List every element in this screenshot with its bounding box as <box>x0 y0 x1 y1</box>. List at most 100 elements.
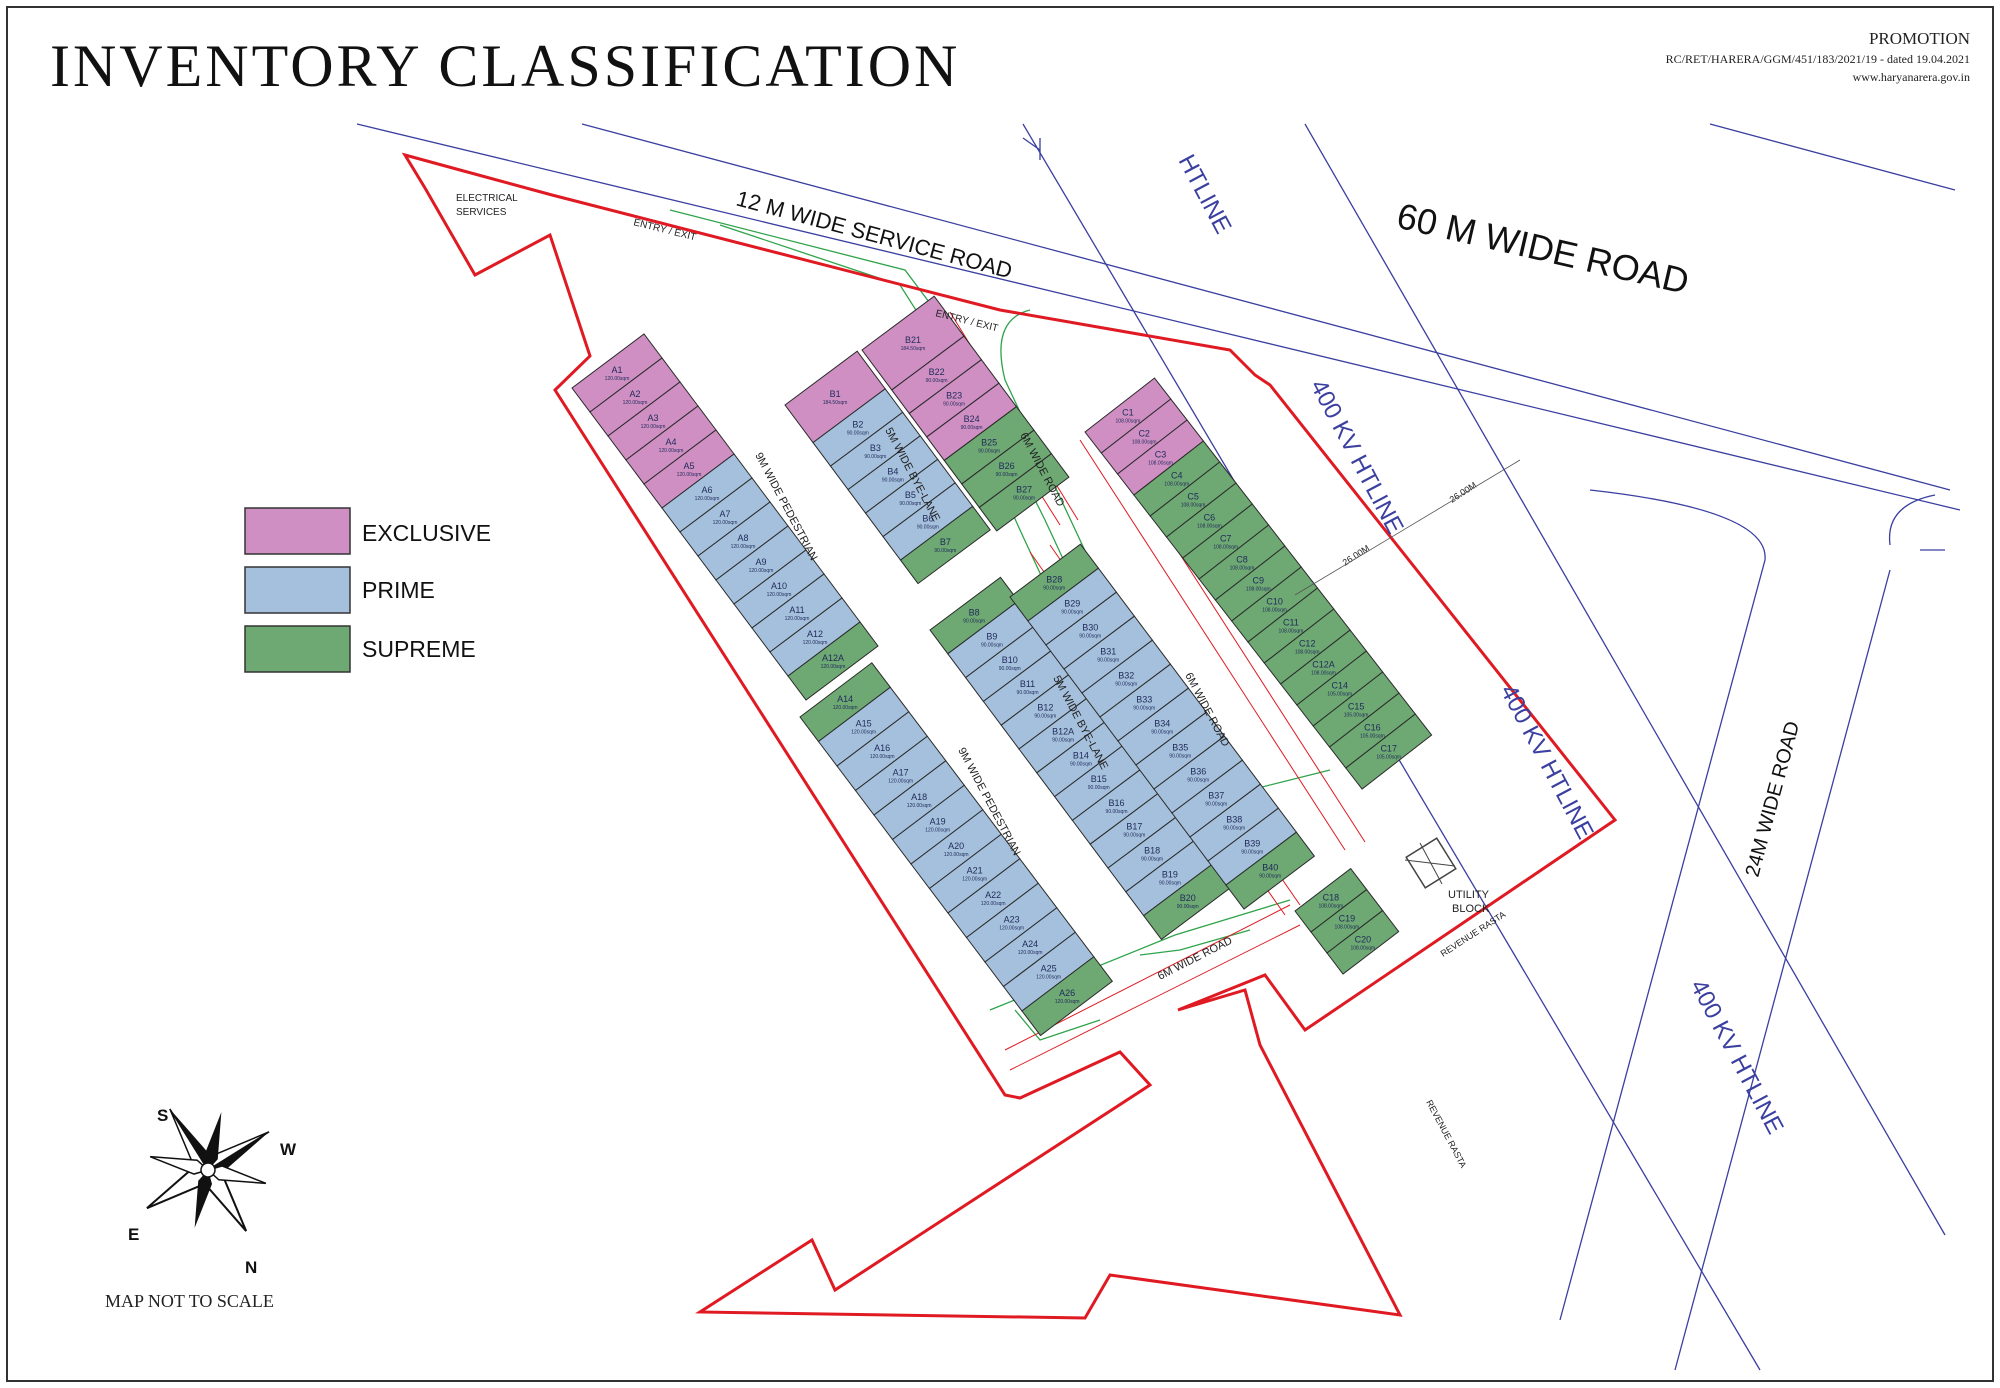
plot-area: 90.00sqm <box>1187 778 1209 784</box>
plot-area: 108.00sqm <box>1279 629 1304 635</box>
plot-area: 120.00sqm <box>1036 975 1061 981</box>
road-6m-label-3: 6M WIDE ROAD <box>1156 935 1234 983</box>
plots: A1120.00sqmA2120.00sqmA3120.00sqmA4120.0… <box>571 295 1433 1037</box>
plot-area: 90.00sqm <box>926 378 948 384</box>
map-frame <box>6 6 1994 1382</box>
plot-area: 90.00sqm <box>1123 833 1145 839</box>
plot-area: 90.00sqm <box>943 401 965 407</box>
plot-label: B35 <box>1172 743 1188 753</box>
plot-label: B27 <box>1016 484 1032 494</box>
compass-west: W <box>280 1140 297 1159</box>
plot-c20[interactable] <box>1326 909 1400 975</box>
plot-label: B34 <box>1154 719 1170 729</box>
plot-area: 90.00sqm <box>1043 586 1065 592</box>
plot-label: B5 <box>905 490 916 500</box>
plot-area: 120.00sqm <box>870 754 895 760</box>
legend-label-prime: PRIME <box>362 577 435 603</box>
plot-b40[interactable] <box>1225 831 1316 910</box>
plot-label: A1 <box>611 365 622 375</box>
plot-label: B40 <box>1262 863 1278 873</box>
road-24m-label: 24M WIDE ROAD <box>1742 719 1805 879</box>
plot-label: B39 <box>1244 839 1260 849</box>
plot-area: 108.00sqm <box>1318 903 1343 909</box>
plot-label: A7 <box>719 509 730 519</box>
plot-label: A14 <box>837 694 853 704</box>
registration-number: RC/RET/HARERA/GGM/451/183/2021/19 - date… <box>1666 52 1970 66</box>
plot-area: 120.00sqm <box>713 520 738 526</box>
plot-area: 90.00sqm <box>1259 874 1281 880</box>
page-title: INVENTORY CLASSIFICATION <box>50 33 960 99</box>
plot-label: B24 <box>964 414 980 424</box>
plot-area: 90.00sqm <box>1088 785 1110 791</box>
plot-a26[interactable] <box>1021 956 1114 1037</box>
plot-area: 120.00sqm <box>641 424 666 430</box>
plot-label: C12 <box>1299 639 1316 649</box>
plot-area: 120.00sqm <box>605 376 630 382</box>
plot-label: A16 <box>874 743 890 753</box>
plot-label: C14 <box>1332 681 1349 691</box>
plot-area: 90.00sqm <box>1070 761 1092 767</box>
road-lines <box>356 123 1961 1371</box>
plot-label: B17 <box>1126 822 1142 832</box>
plot-area: 108.00sqm <box>1262 608 1287 614</box>
service-road-label: 12 M WIDE SERVICE ROAD <box>734 186 1015 284</box>
promotion-label: PROMOTION <box>1869 29 1970 48</box>
plot-area: 120.00sqm <box>785 616 810 622</box>
map-scale-note: MAP NOT TO SCALE <box>105 1291 274 1311</box>
plot-area: 90.00sqm <box>963 619 985 625</box>
plot-area: 108.00sqm <box>1295 650 1320 656</box>
plot-label: C7 <box>1220 534 1232 544</box>
plot-area: 120.00sqm <box>888 779 913 785</box>
plot-label: A23 <box>1004 915 1020 925</box>
plot-b27[interactable] <box>978 452 1070 532</box>
plot-label: B25 <box>981 437 997 447</box>
plot-label: B29 <box>1064 599 1080 609</box>
compass-north: N <box>245 1258 257 1277</box>
legend-label-exclusive: EXCLUSIVE <box>362 520 491 546</box>
plot-label: A12 <box>807 629 823 639</box>
plot-label: A18 <box>911 792 927 802</box>
plot-label: B31 <box>1100 647 1116 657</box>
legend-label-supreme: SUPREME <box>362 636 476 662</box>
plot-area: 108.00sqm <box>1213 545 1238 551</box>
plot-area: 108.00sqm <box>1181 503 1206 509</box>
plot-area: 90.00sqm <box>1079 634 1101 640</box>
compass-rose <box>146 1108 270 1232</box>
plot-area: 90.00sqm <box>1151 730 1173 736</box>
plot-area: 120.00sqm <box>851 730 876 736</box>
plot-a12a[interactable] <box>787 621 879 701</box>
plot-label: B9 <box>986 631 997 641</box>
plot-area: 108.00sqm <box>1197 524 1222 530</box>
htline-top-label: HTLINE <box>1173 150 1237 238</box>
plot-area: 90.00sqm <box>1133 706 1155 712</box>
plot-b7[interactable] <box>899 505 991 585</box>
plot-area: 90.00sqm <box>1052 738 1074 744</box>
plot-area: 108.00sqm <box>1311 671 1336 677</box>
plot-label: B15 <box>1091 774 1107 784</box>
plot-area: 120.00sqm <box>767 592 792 598</box>
plot-area: 90.00sqm <box>847 430 869 436</box>
plot-area: 90.00sqm <box>978 448 1000 454</box>
plot-area: 90.00sqm <box>999 666 1021 672</box>
plot-label: A26 <box>1059 988 1075 998</box>
plot-label: B7 <box>940 537 951 547</box>
plot-area: 184.50sqm <box>901 346 926 352</box>
dimension-line <box>1294 459 1521 596</box>
plot-area: 90.00sqm <box>1013 495 1035 501</box>
htline-400-label-a: 400 KV HTLINE <box>1305 375 1409 538</box>
plot-c17[interactable] <box>1345 713 1433 790</box>
compass-icon <box>146 1108 270 1232</box>
plot-area: 120.00sqm <box>749 568 774 574</box>
plot-label: C4 <box>1171 471 1183 481</box>
plot-label: B33 <box>1136 695 1152 705</box>
electrical-label: ELECTRICAL <box>456 193 518 204</box>
plot-area: 108.00sqm <box>1132 440 1157 446</box>
plot-area: 90.00sqm <box>864 454 886 460</box>
plot-label: A8 <box>737 533 748 543</box>
plot-label: C2 <box>1138 429 1150 439</box>
plot-label: C19 <box>1339 913 1356 923</box>
htline-400-label-c: 400 KV HTLINE <box>1685 975 1789 1138</box>
plot-label: A11 <box>789 605 804 615</box>
plot-label: B12 <box>1037 703 1053 713</box>
